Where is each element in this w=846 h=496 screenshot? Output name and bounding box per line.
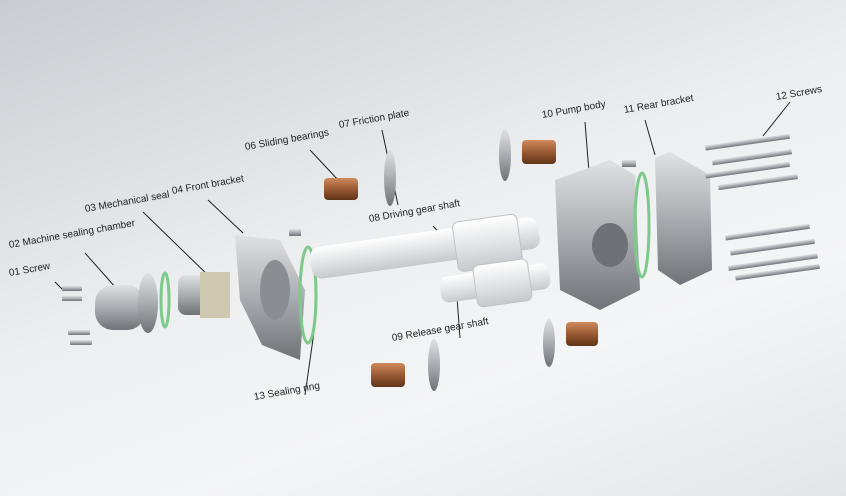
friction-plate-rear-bottom	[543, 319, 555, 367]
rear-screws	[705, 133, 820, 281]
machine-sealing-chamber	[95, 273, 158, 333]
friction-plate-bottom	[428, 339, 440, 391]
sealing-ring	[298, 245, 318, 345]
pump-body	[555, 160, 640, 310]
friction-plate-top	[384, 150, 396, 206]
driving-gear-shaft	[310, 213, 540, 279]
front-bracket	[235, 235, 305, 360]
sealing-ring-small	[159, 271, 171, 329]
rear-bracket	[655, 152, 712, 285]
mechanical-seal	[178, 272, 230, 318]
sliding-bearing-rear-bottom	[566, 322, 598, 346]
sliding-bearing-top	[324, 178, 358, 200]
screws-front	[62, 286, 92, 345]
sealing-ring-rear	[633, 171, 651, 279]
release-gear-shaft	[439, 258, 551, 308]
sliding-bearing-rear-top	[522, 140, 556, 164]
sliding-bearing-bottom	[371, 363, 405, 387]
friction-plate-rear-top	[499, 129, 511, 181]
pin-rear	[622, 160, 636, 167]
pin	[289, 229, 301, 236]
